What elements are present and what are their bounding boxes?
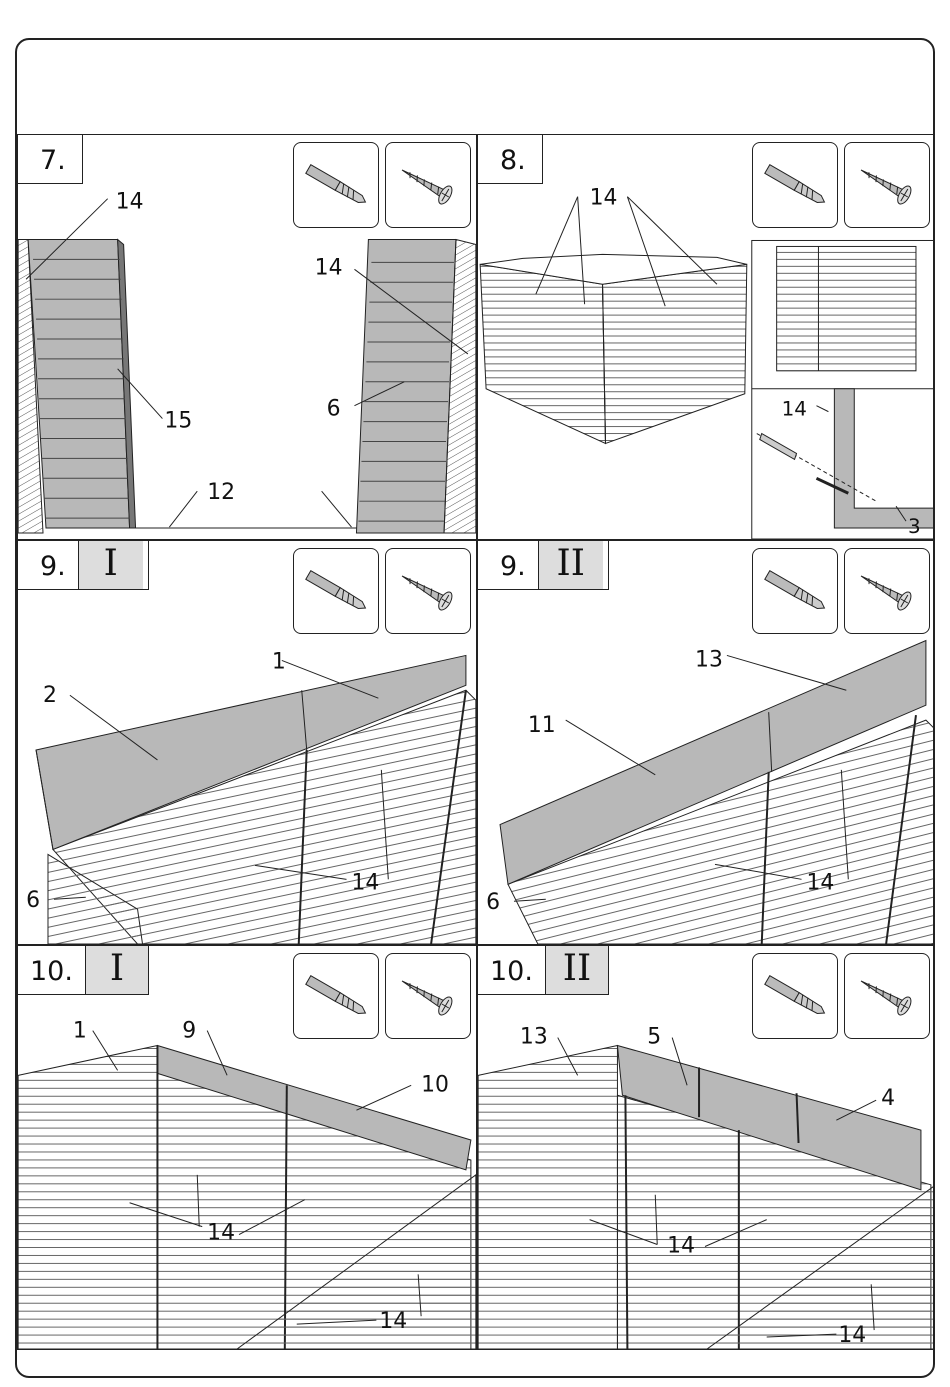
part-label: 14	[590, 186, 618, 211]
part-label: 12	[207, 480, 235, 505]
screw-icon	[385, 953, 471, 1039]
drill-bit-icon	[752, 953, 838, 1039]
step-10-I-header: 10. I	[18, 946, 149, 995]
part-label: 6	[26, 888, 40, 913]
screw-icon	[844, 142, 930, 228]
step-9-I-panel: 9. I 1 2 6 14	[17, 540, 477, 945]
screw-icon	[385, 548, 471, 634]
step-number: 10.	[18, 946, 85, 994]
part-label: 13	[520, 1025, 548, 1050]
part-label: 14	[782, 398, 807, 421]
part-label: 15	[164, 409, 192, 434]
step-9-II-panel: 9. II 13 11 6 14	[477, 540, 935, 945]
step-9-II-header: 9. II	[478, 541, 609, 590]
part-label: 10	[421, 1072, 449, 1097]
step-number: 8.	[478, 135, 538, 183]
instruction-sheet: 7.	[15, 38, 935, 1378]
step-variant: I	[78, 541, 143, 589]
step-10-II-panel: 10. II 13 5 4 14 14	[477, 945, 935, 1350]
step-7-header: 7.	[18, 135, 83, 184]
part-label: 14	[207, 1221, 235, 1246]
step-number: 7.	[18, 135, 78, 183]
part-label: 13	[695, 647, 723, 672]
step-variant: I	[85, 946, 148, 994]
part-label: 1	[272, 649, 286, 674]
step-variant: II	[538, 541, 603, 589]
step-10-I-panel: 10. I 1 9 10 14 14	[17, 945, 477, 1350]
part-label: 6	[486, 890, 500, 915]
step-variant: II	[545, 946, 608, 994]
step-9-I-header: 9. I	[18, 541, 149, 590]
screw-icon	[844, 953, 930, 1039]
drill-bit-icon	[293, 953, 379, 1039]
step-number: 10.	[478, 946, 545, 994]
part-label: 9	[182, 1019, 196, 1044]
step-number: 9.	[478, 541, 538, 589]
drill-bit-icon	[293, 548, 379, 634]
drill-bit-icon	[752, 142, 838, 228]
step-7-panel: 7.	[17, 134, 477, 540]
step-8-header: 8.	[478, 135, 543, 184]
part-label: 5	[647, 1025, 661, 1050]
step-8-panel: 8. 14 14 3	[477, 134, 935, 540]
part-label: 14	[838, 1323, 866, 1348]
part-label: 14	[667, 1233, 695, 1258]
drill-bit-icon	[293, 142, 379, 228]
part-label: 3	[908, 515, 921, 538]
part-label: 14	[315, 255, 343, 280]
part-label: 4	[881, 1086, 895, 1111]
part-label: 1	[73, 1019, 87, 1044]
part-label: 14	[807, 870, 835, 895]
step-10-II-header: 10. II	[478, 946, 609, 995]
step-number: 9.	[18, 541, 78, 589]
part-label: 6	[327, 397, 341, 422]
part-label: 11	[528, 713, 556, 738]
part-label: 14	[116, 190, 144, 215]
part-label: 14	[379, 1309, 407, 1334]
part-label: 14	[351, 870, 379, 895]
part-label: 2	[43, 683, 57, 708]
screw-icon	[385, 142, 471, 228]
screw-icon	[844, 548, 930, 634]
drill-bit-icon	[752, 548, 838, 634]
